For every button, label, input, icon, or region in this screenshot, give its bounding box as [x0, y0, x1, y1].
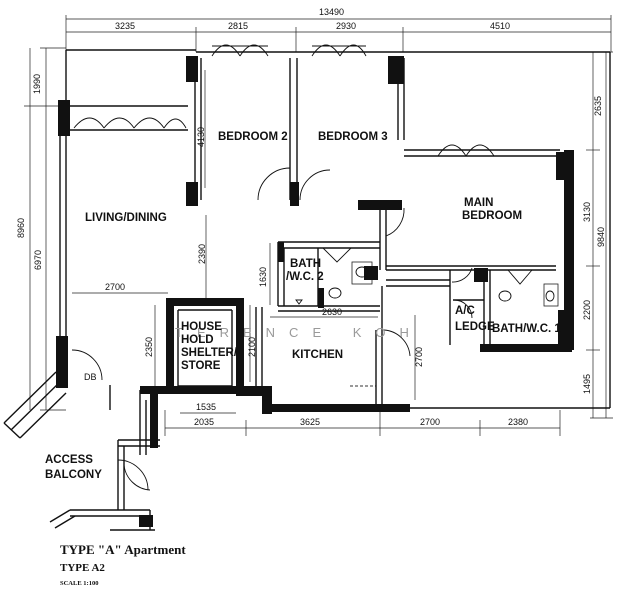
room-label-bath-2-line2: /W.C. 2 [286, 271, 324, 283]
watermark-text: TERENCE KOH [175, 325, 423, 340]
thick-walls [56, 56, 574, 527]
dim-kitchen-top: 2630 [322, 307, 342, 317]
room-label-kitchen: KITCHEN [292, 349, 343, 361]
title-line1: TYPE "A" Apartment [60, 542, 186, 557]
room-label-access-1: ACCESS [45, 454, 93, 466]
dim-top-1: 3235 [115, 21, 135, 31]
dim-right-4: 1495 [582, 374, 592, 394]
dim-shelter-v: 2350 [144, 337, 154, 357]
dim-right-2: 3130 [582, 202, 592, 222]
room-label-main-bedroom-2: BEDROOM [462, 210, 522, 222]
dim-top-3: 2930 [336, 21, 356, 31]
dim-right-1: 2635 [593, 96, 603, 116]
dim-kitchen-v: 2100 [247, 337, 257, 357]
dim-bottom-2: 3625 [300, 417, 320, 427]
room-label-shelter-2: HOLD [181, 334, 214, 346]
dim-left-2: 6970 [33, 250, 43, 270]
dim-top-4: 4510 [490, 21, 510, 31]
dim-top-total: 13490 [319, 7, 344, 17]
dim-right-total: 9840 [596, 227, 606, 247]
dim-bottom-4: 2380 [508, 417, 528, 427]
dim-shelter-h: 1535 [196, 402, 216, 412]
dimension-lines [24, 15, 613, 436]
room-label-shelter-3: SHELTER/ [181, 347, 238, 359]
dim-bath-v: 1630 [258, 267, 268, 287]
title-block: TYPE "A" Apartment TYPE A2 SCALE 1:100 [60, 542, 186, 587]
room-label-shelter-1: HOUSE [181, 321, 222, 333]
room-label-bedroom-3: BEDROOM 3 [318, 131, 388, 143]
dim-left-total: 8960 [16, 218, 26, 238]
dim-living-h: 2700 [105, 282, 125, 292]
windows [73, 44, 495, 157]
room-label-access-2: BALCONY [45, 469, 102, 481]
dim-corridor-v: 2390 [197, 244, 207, 264]
room-label-ac-ledge-1: A/C [455, 305, 475, 317]
room-label-db: DB [84, 372, 97, 382]
dim-kitchen-right-v: 2700 [414, 347, 424, 367]
dim-bottom-1: 2035 [194, 417, 214, 427]
room-label-ac-ledge-2: LEDGE [455, 321, 495, 333]
room-label-main-bedroom-1: MAIN [464, 197, 493, 209]
doors [71, 167, 533, 491]
dim-bed2-v: 4130 [196, 127, 206, 147]
room-label-bedroom-2: BEDROOM 2 [218, 131, 288, 143]
dim-right-3: 2200 [582, 300, 592, 320]
thin-walls [3, 49, 611, 531]
dim-left-1: 1990 [32, 74, 42, 94]
room-labels: BEDROOM 2 BEDROOM 3 MAIN BEDROOM LIVING/… [45, 131, 561, 481]
dim-bottom-3: 2700 [420, 417, 440, 427]
fixtures [295, 266, 555, 305]
room-label-bath-1: BATH/W.C. 1 [492, 323, 561, 335]
dim-top-2: 2815 [228, 21, 248, 31]
title-line2: TYPE A2 [60, 562, 105, 574]
room-label-shelter-4: STORE [181, 360, 221, 372]
room-label-living-dining: LIVING/DINING [85, 212, 167, 224]
title-scale: SCALE 1:100 [60, 580, 98, 587]
room-label-bath-2-line1: BATH [290, 258, 321, 270]
dimension-texts: 13490 3235 2815 2930 4510 2035 3625 2700… [16, 7, 606, 427]
